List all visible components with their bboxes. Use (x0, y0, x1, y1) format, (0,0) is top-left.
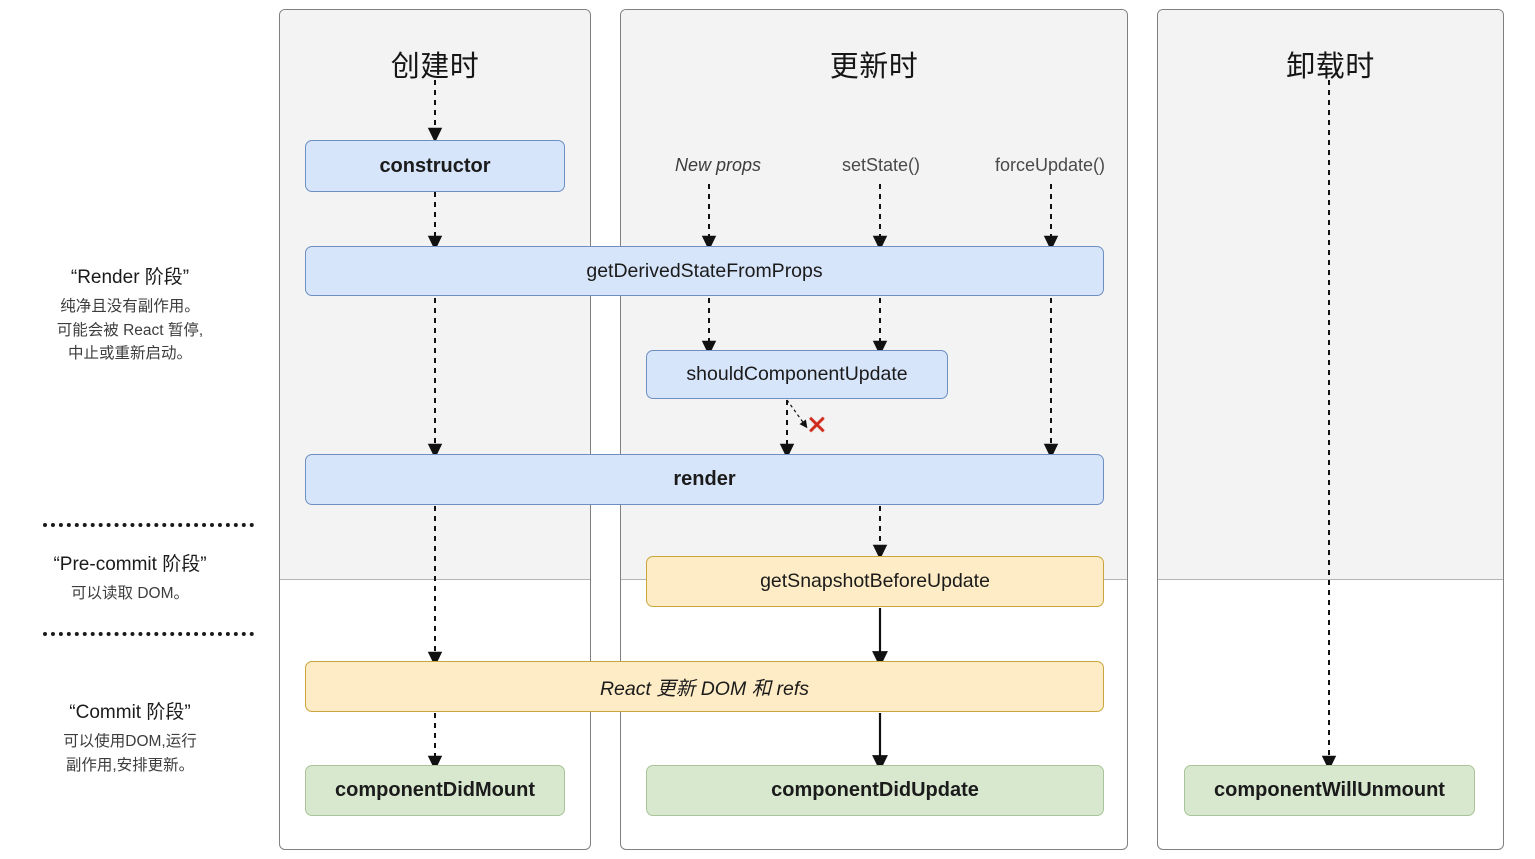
lifecycle-box-get-snapshot-before-update[interactable]: getSnapshotBeforeUpdate (646, 556, 1104, 607)
trigger-label-set-state: setState() (841, 155, 921, 175)
lifecycle-box-component-will-unmount[interactable]: componentWillUnmount (1184, 765, 1475, 816)
phase-legend-render: “Render 阶段” 纯净且没有副作用。 可能会被 React 暂停, 中止或… (0, 262, 260, 366)
column-title-unmounting: 卸载时 (1286, 51, 1375, 83)
phase-description-commit: 可以使用DOM,运行 副作用,安排更新。 (63, 733, 197, 774)
lifecycle-box-should-component-update[interactable]: shouldComponentUpdate (646, 350, 948, 399)
phase-legend-pre-commit: “Pre-commit 阶段” 可以读取 DOM。 (0, 549, 260, 606)
phase-description-pre-commit: 可以读取 DOM。 (71, 585, 189, 602)
phase-divider-bottom (43, 632, 254, 636)
panel-render-region-unmounting (1158, 10, 1503, 580)
lifecycle-box-react-updates-dom[interactable]: React 更新 DOM 和 refs (305, 661, 1104, 712)
column-title-mounting: 创建时 (390, 51, 480, 83)
phase-divider-top (43, 523, 254, 527)
trigger-label-force-update: forceUpdate() (994, 155, 1106, 175)
phase-legend-commit: “Commit 阶段” 可以使用DOM,运行 副作用,安排更新。 (0, 697, 260, 777)
skip-render-x-icon: ✕ (806, 410, 828, 440)
column-panel-unmounting: 卸载时 (1157, 9, 1504, 850)
phase-description-render: 纯净且没有副作用。 可能会被 React 暂停, 中止或重新启动。 (56, 298, 204, 363)
lifecycle-box-constructor[interactable]: constructor (305, 140, 565, 192)
phase-title-render: “Render 阶段” (70, 267, 190, 288)
lifecycle-box-component-did-mount[interactable]: componentDidMount (305, 765, 565, 816)
lifecycle-box-get-derived-state-from-props[interactable]: getDerivedStateFromProps (305, 246, 1104, 296)
trigger-label-new-props: New props (674, 155, 762, 175)
lifecycle-box-render[interactable]: render (305, 454, 1104, 505)
column-title-updating: 更新时 (829, 51, 919, 83)
lifecycle-box-component-did-update[interactable]: componentDidUpdate (646, 765, 1104, 816)
phase-title-commit: “Commit 阶段” (69, 702, 191, 723)
phase-title-pre-commit: “Pre-commit 阶段” (53, 554, 207, 575)
